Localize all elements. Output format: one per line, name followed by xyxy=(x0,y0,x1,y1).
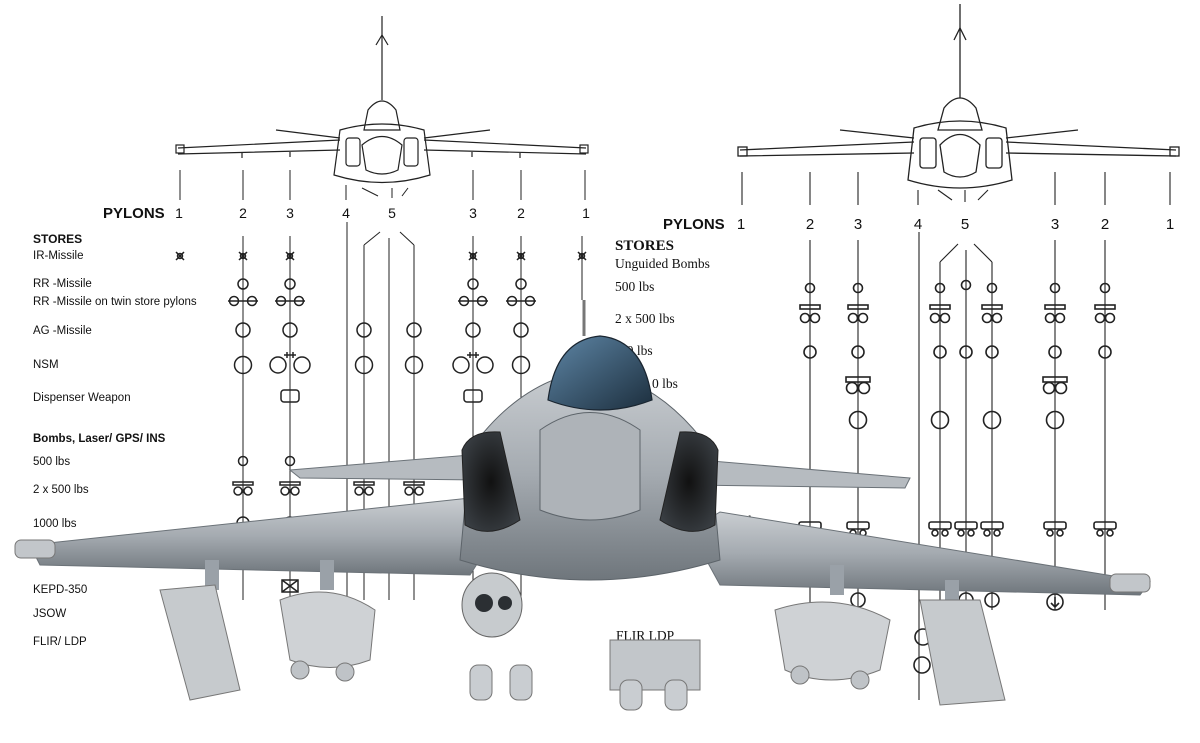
left-row-label: 2 x 500 lbs xyxy=(33,484,89,496)
right-row-label: 500 lbs xyxy=(615,279,654,294)
right-stores xyxy=(774,565,1151,706)
left-store-symbols xyxy=(175,251,587,593)
left-row-label: FLIR/ LDP xyxy=(33,636,87,648)
left-row-label: AG -Missile xyxy=(33,325,92,337)
right-pylon-number: 1 xyxy=(737,216,745,233)
right-intake xyxy=(659,431,719,532)
canopy xyxy=(547,335,653,411)
left-row-label: Dispenser Weapon xyxy=(33,392,131,404)
left-row-label: RR -Missile xyxy=(33,278,92,290)
right-pylon-number: 3 xyxy=(1051,216,1059,233)
right-pylon-number: 2 xyxy=(1101,216,1109,233)
left-canard xyxy=(288,454,481,481)
right-row-label: 2 x 500 lbs xyxy=(615,311,675,326)
left-pylon-number: 2 xyxy=(517,205,525,221)
left-pylons-label: PYLONS xyxy=(103,205,165,222)
center-pods xyxy=(461,572,701,711)
right-pylons-label: PYLONS xyxy=(663,216,725,233)
right-row-label: FLIR LDP xyxy=(616,628,674,643)
right-store-symbols xyxy=(798,279,1117,674)
right-row-label: Unguided Bombs xyxy=(615,256,710,271)
left-stores-label: STORES xyxy=(33,232,82,246)
left-pylon-number: 3 xyxy=(286,205,294,221)
left-pylon-number: 1 xyxy=(582,205,590,221)
left-wing xyxy=(29,497,506,576)
right-pylon-number: 4 xyxy=(914,216,922,233)
left-row-label: IR-Missile xyxy=(33,250,83,262)
left-row-label: RR -Missile on twin store pylons xyxy=(33,296,197,308)
left-chart: PYLONS 1 2 3 4 5 3 2 1 STORES xyxy=(33,16,590,648)
left-row-label: 1000 lbs xyxy=(33,518,77,530)
left-intake xyxy=(461,431,521,532)
left-stores xyxy=(14,539,376,701)
left-row-label: 500 lbs xyxy=(33,456,70,468)
right-stores-label: STORES xyxy=(615,238,674,254)
left-row-label: Bombs, Laser/ GPS/ INS xyxy=(33,433,166,445)
left-pylon-number: 2 xyxy=(239,205,247,221)
left-row-label: JSOW xyxy=(33,608,66,620)
left-aircraft-outline xyxy=(175,16,589,184)
right-aircraft-outline xyxy=(737,4,1180,189)
right-pylon-number: 3 xyxy=(854,216,862,233)
right-pylon-number: 5 xyxy=(961,216,969,233)
left-row-label: KEPD-350 xyxy=(33,584,87,596)
right-chart: PYLONS 1 2 3 4 5 3 2 1 STORES Unguided B… xyxy=(612,0,1200,700)
right-row-label: 0 lbs xyxy=(652,376,678,391)
nose xyxy=(539,412,641,521)
left-pylon-number: 1 xyxy=(175,205,183,221)
left-row-label: NSM xyxy=(33,359,59,371)
left-pylon-number: 3 xyxy=(469,205,477,221)
ir-missile-symbol xyxy=(175,251,185,261)
left-pylon-number: 4 xyxy=(342,205,350,221)
right-pylon-number: 2 xyxy=(806,216,814,233)
left-pylon-number: 5 xyxy=(388,205,396,221)
aircraft-render xyxy=(14,300,1151,711)
right-pylon-number: 1 xyxy=(1166,216,1174,233)
